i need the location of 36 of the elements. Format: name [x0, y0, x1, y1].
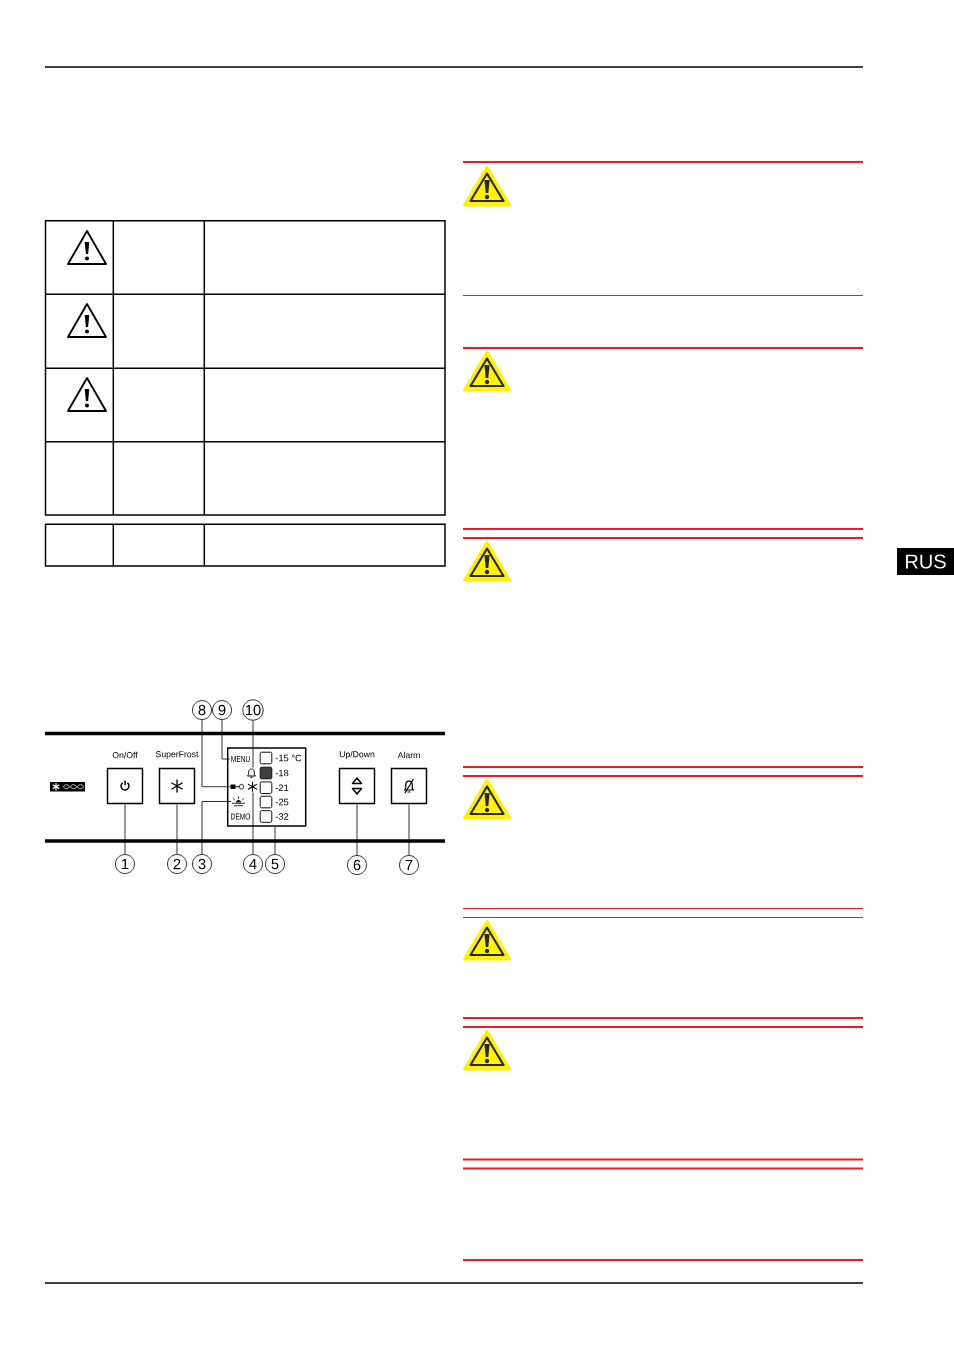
control-label: On/Off	[112, 751, 138, 759]
callout-number: 9	[212, 700, 232, 720]
mode-label: DEMO	[231, 813, 251, 820]
leader-line	[221, 719, 231, 760]
callout-number: 4	[243, 854, 263, 874]
leader-line	[201, 801, 232, 855]
language-tab: RUS	[897, 548, 954, 575]
callout-number: 2	[167, 854, 187, 874]
leader-line	[408, 803, 410, 856]
sun-icon	[231, 796, 246, 807]
leader-line	[176, 803, 178, 855]
callout-number: 1	[115, 854, 135, 874]
leader-line	[356, 803, 358, 856]
callout-number: 6	[347, 855, 367, 875]
temperature-value: -32	[275, 813, 289, 820]
leader-line	[252, 720, 254, 769]
callout-number: 7	[399, 855, 419, 875]
control-label: Up/Down	[339, 751, 375, 760]
callout-number: 10	[242, 699, 264, 721]
callout-number: 5	[265, 854, 285, 874]
mode-label: MENU	[231, 756, 250, 763]
temperature-value: -15 °C	[275, 754, 302, 762]
temperature-value: -21	[275, 784, 289, 791]
temperature-value: -25	[275, 798, 289, 806]
control-label: Alarm	[397, 751, 420, 759]
leader-line	[252, 792, 254, 855]
asterisk-icon	[247, 781, 258, 793]
callout-number: 3	[192, 854, 212, 874]
bell-icon	[247, 768, 256, 778]
key-icon	[230, 783, 245, 790]
control-label: SuperFrost	[155, 751, 199, 759]
leader-line	[274, 826, 276, 855]
leader-line	[124, 803, 126, 855]
leader-line	[201, 719, 231, 788]
temperature-value: -18	[275, 769, 289, 777]
callout-number: 8	[192, 700, 212, 720]
